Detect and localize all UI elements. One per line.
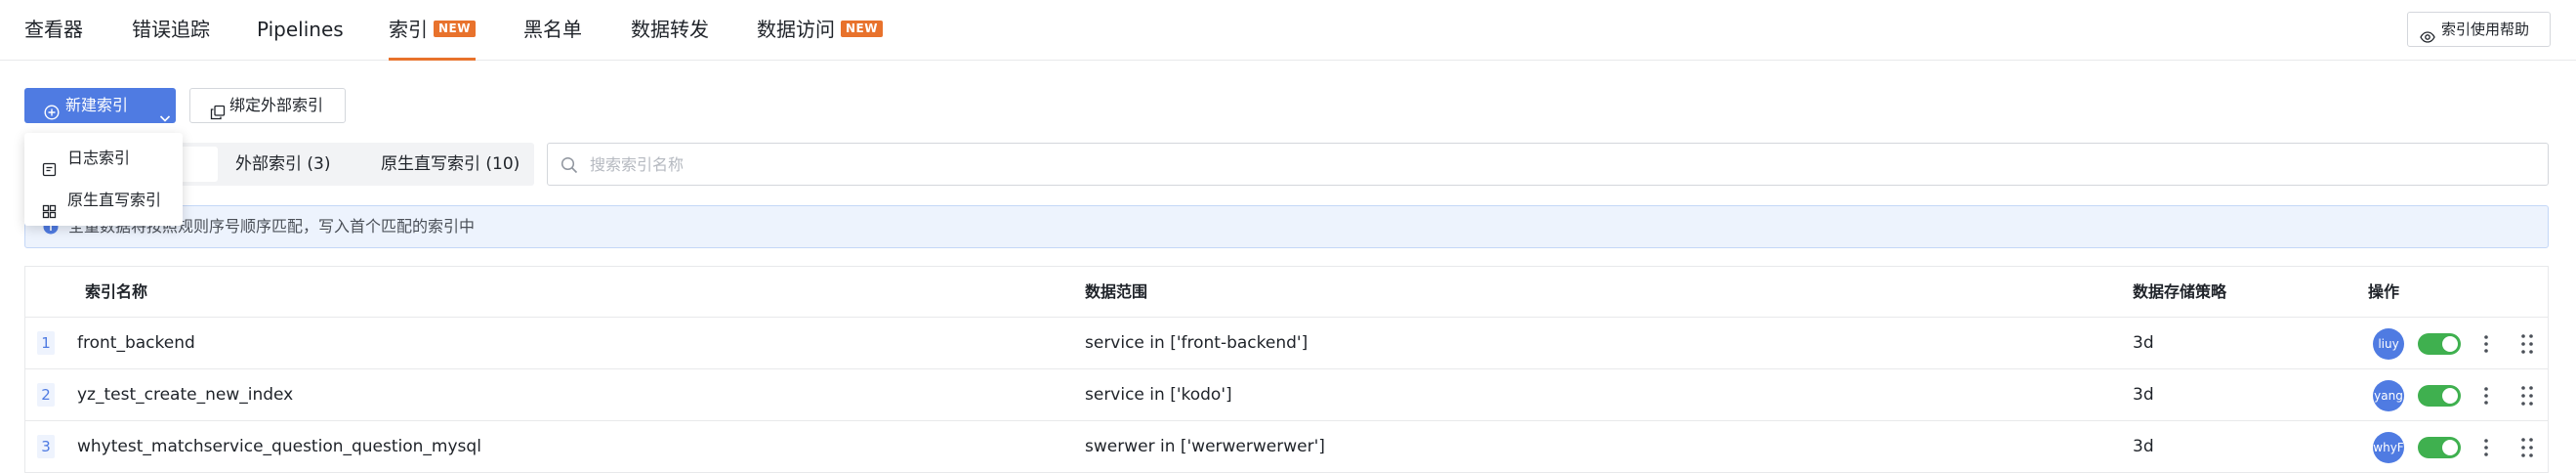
segment-label: 原生直写索引 (10) [381,154,520,174]
tab-data-forwarding[interactable]: 数据转发 [631,0,709,61]
segment-native-write-index[interactable]: 原生直写索引 (10) [381,143,519,186]
log-icon [42,151,57,193]
tab-label: 黑名单 [523,18,582,41]
column-header-actions: 操作 [2368,282,2400,301]
more-vertical-icon[interactable] [2479,332,2493,356]
column-header-name: 索引名称 [85,282,148,301]
tab-label: 数据访问 [757,18,835,41]
row-index: 2 [37,383,55,407]
table-row[interactable]: 2 yz_test_create_new_index service in ['… [25,369,2548,421]
new-index-dropdown: 日志索引 原生直写索引 [24,133,183,226]
tab-blacklist[interactable]: 黑名单 [523,0,582,61]
storage-policy: 3d [2133,333,2154,353]
new-index-button[interactable]: 新建索引 [24,88,176,123]
search-box [547,143,2549,186]
storage-policy: 3d [2133,437,2154,456]
data-range: swerwer in ['werwerwerwer'] [1085,437,1325,456]
tab-label: 索引 [389,18,428,41]
column-header-storage: 数据存储策略 [2133,282,2227,301]
new-index-label: 新建索引 [65,96,129,114]
index-name: front_backend [77,333,195,353]
column-header-range: 数据范围 [1085,282,1148,301]
new-badge: NEW [841,21,883,37]
table-header: 索引名称 数据范围 数据存储策略 操作 [25,267,2548,318]
tab-label: 错误追踪 [132,18,210,41]
index-name: yz_test_create_new_index [77,385,294,405]
index-help-button[interactable]: 索引使用帮助 [2407,12,2551,47]
more-vertical-icon[interactable] [2479,384,2493,408]
more-vertical-icon[interactable] [2479,436,2493,459]
chevron-down-icon [159,101,171,136]
search-input[interactable] [590,144,2533,185]
row-index: 3 [37,435,55,458]
index-table: 索引名称 数据范围 数据存储策略 操作 1 front_backend serv… [24,266,2549,473]
data-range: service in ['front-backend'] [1085,333,1309,353]
bind-external-label: 绑定外部索引 [229,96,324,114]
enable-toggle[interactable] [2418,437,2461,458]
tab-pipelines[interactable]: Pipelines [257,0,344,61]
avatar: liuy [2373,328,2404,360]
segment-label: 外部索引 (3) [235,154,331,174]
grid-icon [42,194,57,235]
menu-item-label: 日志索引 [67,149,131,167]
table-row[interactable]: 1 front_backend service in ['front-backe… [25,318,2548,369]
segment-external-index[interactable]: 外部索引 (3) [235,143,330,186]
tab-label: 查看器 [24,18,83,41]
tab-index[interactable]: 索引 NEW [389,0,476,61]
tab-viewer[interactable]: 查看器 [24,0,83,61]
top-nav: 查看器 错误追踪 Pipelines 索引 NEW 黑名单 数据转发 数据访问 NE… [0,0,2576,61]
storage-policy: 3d [2133,385,2154,405]
new-badge: NEW [434,21,476,37]
drag-handle-icon[interactable] [2520,436,2534,459]
tab-label: Pipelines [257,18,344,41]
eye-icon [2420,22,2435,56]
copy-icon [210,99,226,132]
info-banner: 全量数据将按照规则序号顺序匹配，写入首个匹配的索引中 [24,205,2549,248]
enable-toggle[interactable] [2418,333,2461,355]
menu-item-label: 原生直写索引 [67,191,162,209]
menu-item-log-index[interactable]: 日志索引 [24,138,183,179]
data-range: service in ['kodo'] [1085,385,1232,405]
drag-handle-icon[interactable] [2520,332,2534,356]
row-index: 1 [37,331,55,355]
help-label: 索引使用帮助 [2441,21,2530,38]
enable-toggle[interactable] [2418,385,2461,407]
plus-circle-icon [44,98,60,133]
index-name: whytest_matchservice_question_question_m… [77,437,481,456]
bind-external-index-button[interactable]: 绑定外部索引 [189,88,346,123]
tab-error-tracking[interactable]: 错误追踪 [132,0,210,61]
avatar: whyF [2373,432,2404,463]
tab-data-access[interactable]: 数据访问 NEW [757,0,883,61]
search-icon [561,156,578,179]
menu-item-native-write-index[interactable]: 原生直写索引 [24,180,183,221]
table-row[interactable]: 3 whytest_matchservice_question_question… [25,421,2548,473]
tab-label: 数据转发 [631,18,709,41]
drag-handle-icon[interactable] [2520,384,2534,408]
avatar: yang [2373,380,2404,411]
